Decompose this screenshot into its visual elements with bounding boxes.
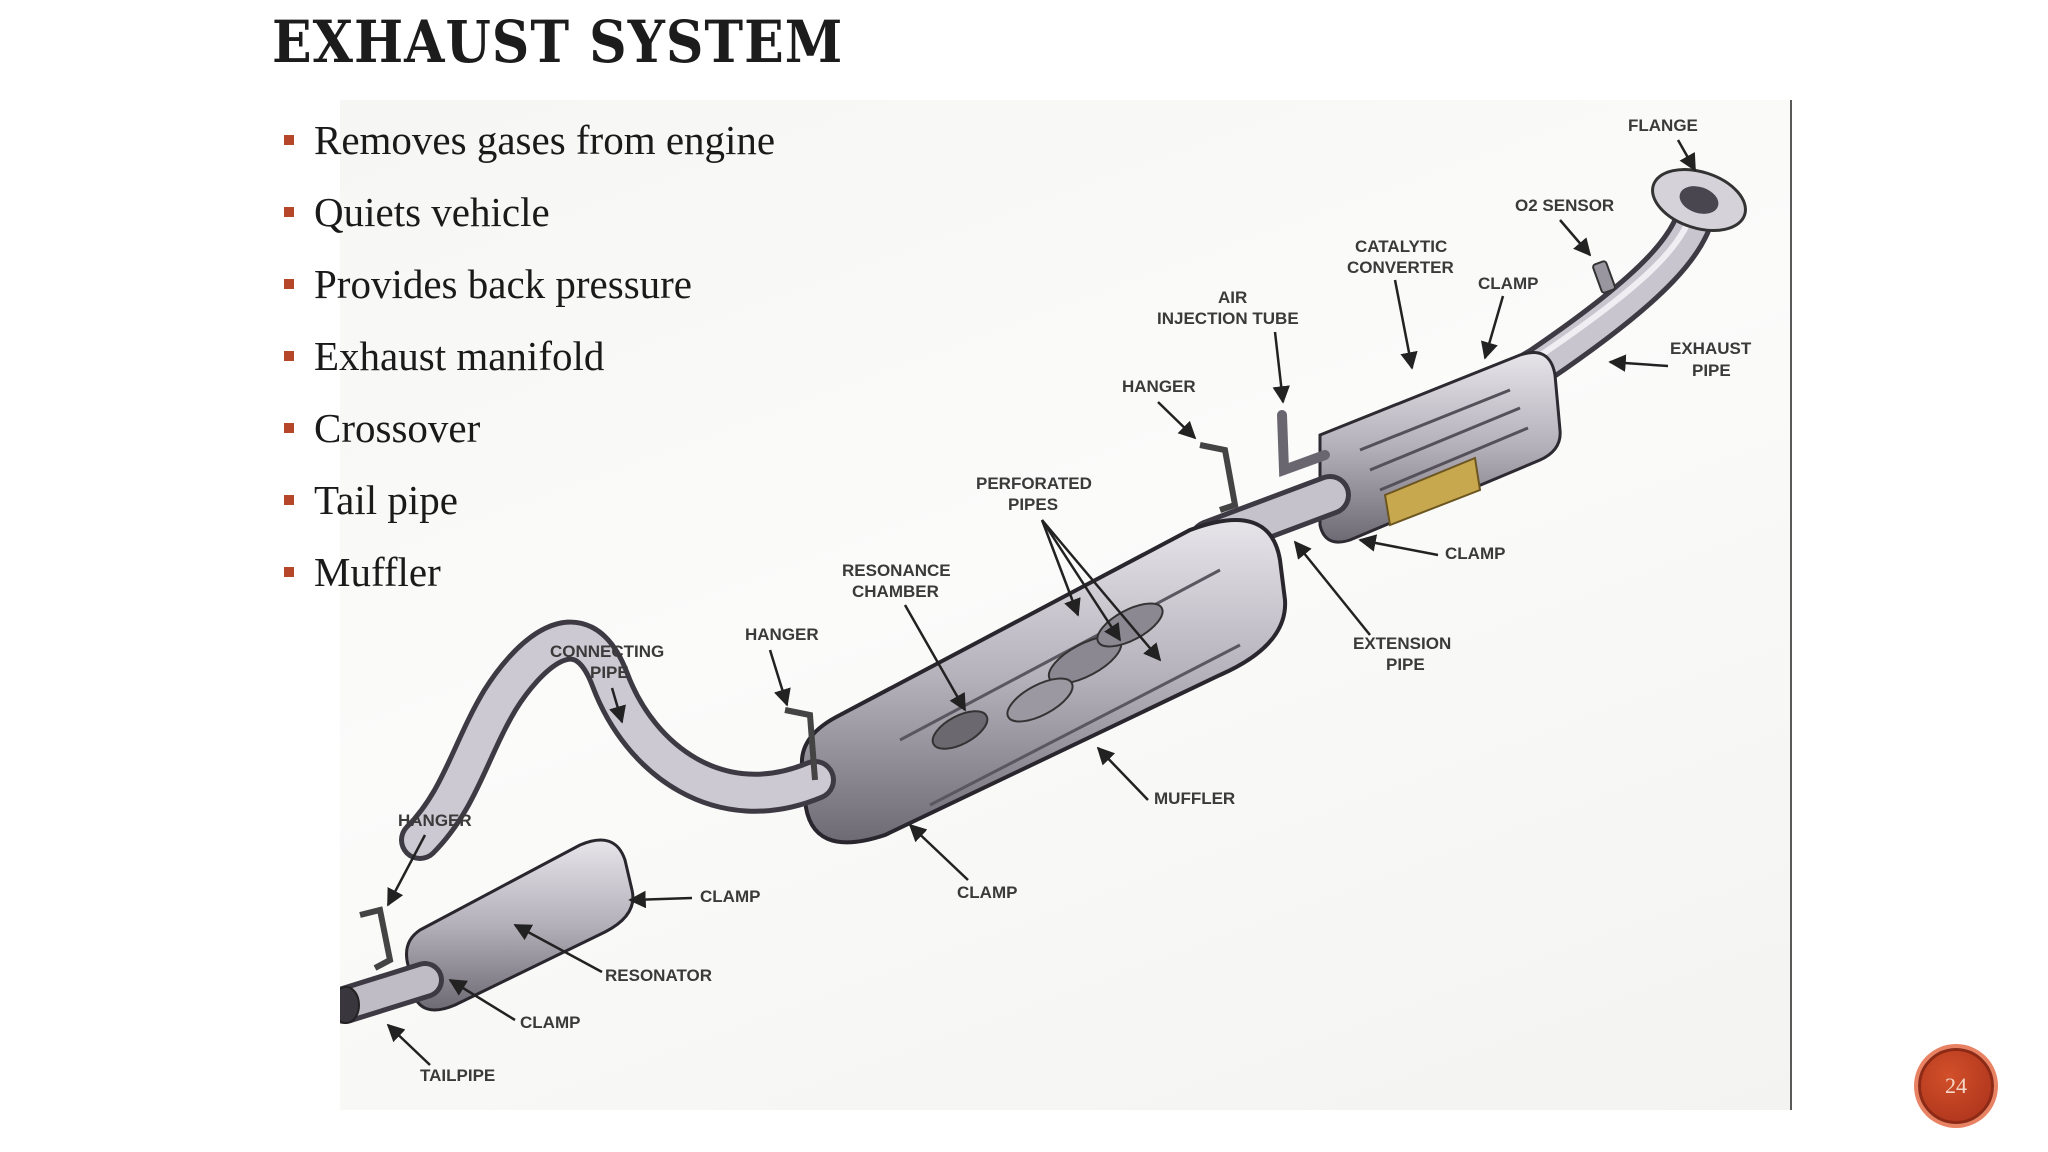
bullet-item: Exhaust manifold <box>284 320 775 392</box>
bullet-text: Provides back pressure <box>314 261 693 307</box>
label-clamp-resonator: CLAMP <box>700 887 760 906</box>
label-resonance-1: RESONANCE <box>842 561 951 580</box>
tailpipe-shape <box>340 961 444 1024</box>
o2-sensor-shape <box>1592 260 1616 294</box>
label-muffler: MUFFLER <box>1154 789 1235 808</box>
diagram-border <box>1790 100 1792 1110</box>
label-clamp-tail: CLAMP <box>520 1013 580 1032</box>
label-air-2: INJECTION TUBE <box>1157 309 1299 328</box>
bullet-text: Quiets vehicle <box>314 189 550 235</box>
label-catalytic-1: CATALYTIC <box>1355 237 1447 256</box>
bullet-marker <box>284 423 294 433</box>
hanger-top-shape <box>1199 442 1239 513</box>
bullet-text: Exhaust manifold <box>314 333 605 379</box>
bullet-item: Crossover <box>284 392 775 464</box>
bullet-text: Muffler <box>314 549 441 595</box>
diagram-illustration: FLANGE O2 SENSOR CATALYTIC CONVERTER CLA… <box>340 116 1752 1085</box>
label-extension-2: PIPE <box>1386 655 1425 674</box>
bullet-item: Provides back pressure <box>284 248 775 320</box>
bullet-marker <box>284 207 294 217</box>
bullet-marker <box>284 351 294 361</box>
hanger-left-shape <box>359 906 394 971</box>
bullet-item: Removes gases from engine <box>284 104 775 176</box>
label-connecting-2: PIPE <box>590 663 629 682</box>
label-exhaust-1: EXHAUST <box>1670 339 1752 358</box>
label-perforated-2: PIPES <box>1008 495 1058 514</box>
muffler-shape <box>799 518 1288 845</box>
label-perforated-1: PERFORATED <box>976 474 1092 493</box>
label-o2-sensor: O2 SENSOR <box>1515 196 1614 215</box>
bullet-text: Tail pipe <box>314 477 459 523</box>
bullet-marker <box>284 567 294 577</box>
bullet-list: Removes gases from engine Quiets vehicle… <box>284 104 775 608</box>
label-flange: FLANGE <box>1628 116 1698 135</box>
label-extension-1: EXTENSION <box>1353 634 1451 653</box>
label-clamp-mid: CLAMP <box>1445 544 1505 563</box>
bullet-item: Quiets vehicle <box>284 176 775 248</box>
exhaust-system-diagram: FLANGE O2 SENSOR CATALYTIC CONVERTER CLA… <box>340 100 1792 1110</box>
catalytic-converter-shape <box>1318 351 1562 544</box>
bullet-text: Removes gases from engine <box>314 117 776 163</box>
flange-shape <box>1651 168 1747 232</box>
slide-title: EXHAUST SYSTEM <box>272 8 844 77</box>
label-clamp-muffler: CLAMP <box>957 883 1017 902</box>
page-number-badge: 24 <box>1918 1048 1994 1124</box>
air-injection-tube-shape <box>1277 410 1330 478</box>
label-hanger-top: HANGER <box>1122 377 1196 396</box>
bullet-marker <box>284 279 294 289</box>
bullet-text: Crossover <box>314 405 481 451</box>
label-resonance-2: CHAMBER <box>852 582 939 601</box>
label-exhaust-2: PIPE <box>1692 361 1731 380</box>
label-hanger-mid: HANGER <box>745 625 819 644</box>
label-resonator: RESONATOR <box>605 966 712 985</box>
label-connecting-1: CONNECTING <box>550 642 664 661</box>
bullet-marker <box>284 495 294 505</box>
label-clamp-top: CLAMP <box>1478 274 1538 293</box>
label-tailpipe: TAILPIPE <box>420 1066 495 1085</box>
label-catalytic-2: CONVERTER <box>1347 258 1454 277</box>
bullet-item: Muffler <box>284 536 775 608</box>
hanger-mid-shape <box>784 707 818 781</box>
label-hanger-left: HANGER <box>398 811 472 830</box>
bullet-item: Tail pipe <box>284 464 775 536</box>
label-air-1: AIR <box>1218 288 1247 307</box>
bullet-marker <box>284 135 294 145</box>
